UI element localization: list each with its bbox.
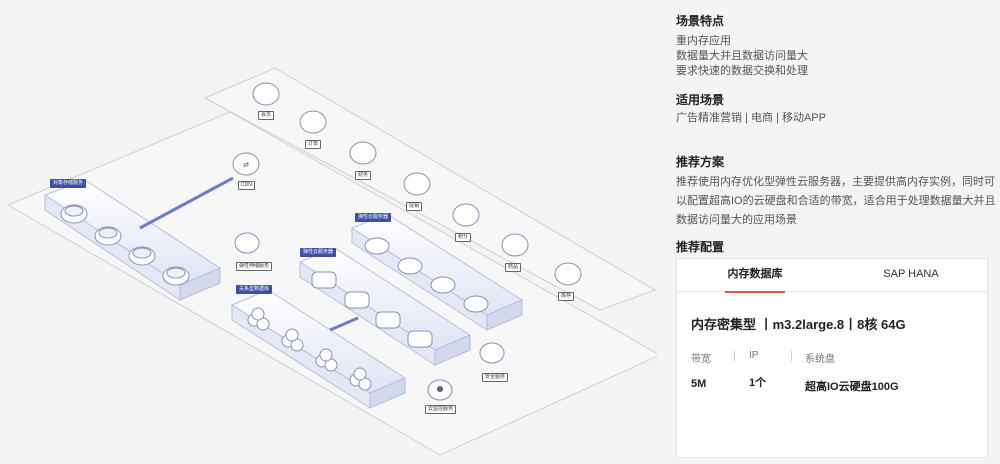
group-tag-elastic-cloud-rds: 弹性云服务器 <box>355 213 392 222</box>
rds-node-4 <box>463 295 489 313</box>
svg-text:⇄: ⇄ <box>243 162 249 169</box>
solution-title: 推荐方案 <box>676 155 725 169</box>
spec-label: 带宽 <box>691 354 711 365</box>
group-tag-relational-db: 关系型数据库 <box>236 285 273 294</box>
config-card: 内存数据库 SAP HANA 内存密集型 丨m3.2large.8丨8核 64G… <box>676 258 988 458</box>
rds-node-1 <box>364 237 390 255</box>
cloud-monitor-label: 云监控服务 <box>425 405 457 414</box>
inventory-icon <box>554 262 582 286</box>
applicable-text: 广告精准营销 | 电商 | 移动APP <box>676 112 826 124</box>
relational-db-tray <box>230 289 407 409</box>
tab-sap-hana[interactable]: SAP HANA <box>883 268 939 280</box>
cdn-icon: ⇄ <box>232 152 260 176</box>
elastic-scaling-icon <box>234 232 260 254</box>
points-label: 积分 <box>455 233 472 242</box>
cloud-monitor-icon <box>427 379 453 401</box>
solution-text: 推荐使用内存优化型弹性云服务器，主要提供高内存实例，同时可以配置超高IO的云硬盘… <box>676 176 996 226</box>
ecs-node-2 <box>344 291 370 309</box>
spec-label: IP <box>749 350 759 361</box>
feature-item: 重内存应用 <box>676 35 731 47</box>
scene-features-title: 场景特点 <box>676 14 725 28</box>
member-icon <box>252 82 280 106</box>
instance-spec-title: 内存密集型 丨m3.2large.8丨8核 64G <box>691 317 906 332</box>
elastic-scaling-label: 弹性伸缩服务 <box>236 262 273 271</box>
rds-node-3 <box>430 276 456 294</box>
spec-bandwidth: 带宽 5M <box>691 350 711 390</box>
scenario-info-panel: 场景特点 重内存应用 数据量大并且数据访问量大 要求快速的数据交换和处理 适用场… <box>657 0 1000 464</box>
security-label: 安全服务 <box>482 373 509 382</box>
ecs-node-4 <box>407 330 433 348</box>
storage-node-3 <box>128 246 156 266</box>
config-tabs: 内存数据库 SAP HANA <box>677 259 987 293</box>
group-tag-elastic-cloud: 弹性云服务器 <box>300 248 337 257</box>
ecs-node-3 <box>375 311 401 329</box>
inventory-label: 库存 <box>558 292 575 301</box>
rds-node-2 <box>397 257 423 275</box>
db-node-2 <box>281 328 304 352</box>
feature-item: 要求快速的数据交换和处理 <box>676 65 808 77</box>
goods-label: 商品 <box>505 263 522 272</box>
group-tag-object-storage: 对象存储服务 <box>50 179 87 188</box>
spec-value: 5M <box>691 378 707 390</box>
tab-memory-db[interactable]: 内存数据库 <box>677 259 833 293</box>
spec-label: 系统盘 <box>805 354 835 365</box>
promo-icon <box>403 172 431 196</box>
storage-node-1 <box>60 204 88 224</box>
db-node-1 <box>247 307 270 331</box>
goods-icon <box>501 233 529 257</box>
points-icon <box>452 203 480 227</box>
spec-ip: IP 1个 <box>749 350 766 390</box>
finance-icon <box>349 141 377 165</box>
architecture-diagram: ⇄ 对象存储服务 弹性云服务器 弹性云服务器 关系型数据库 CDN 弹性伸缩服务… <box>6 67 657 456</box>
spec-divider <box>791 351 792 361</box>
feature-item: 数据量大并且数据访问量大 <box>676 50 808 62</box>
cdn-link <box>139 176 234 230</box>
applicable-title: 适用场景 <box>676 93 725 107</box>
spec-value: 1个 <box>749 377 767 389</box>
member-label: 会员 <box>258 111 275 120</box>
ecs-node-1 <box>311 271 337 289</box>
order-label: 订单 <box>305 140 322 149</box>
storage-node-2 <box>94 226 122 246</box>
security-icon <box>479 342 505 364</box>
db-link <box>329 316 359 332</box>
spec-system-disk: 系统盘 超高IO云硬盘100G <box>805 350 899 394</box>
spec-value: 超高IO云硬盘100G <box>805 381 899 393</box>
db-node-4 <box>349 367 372 391</box>
config-title: 推荐配置 <box>676 240 725 254</box>
promo-label: 促销 <box>406 202 423 211</box>
finance-label: 财务 <box>355 171 372 180</box>
db-node-3 <box>315 348 338 372</box>
order-icon <box>299 110 327 134</box>
cdn-label: CDN <box>238 181 255 190</box>
spec-divider <box>734 351 735 361</box>
diagram-canvas: ⇄ <box>6 67 657 456</box>
storage-node-4 <box>162 266 190 286</box>
